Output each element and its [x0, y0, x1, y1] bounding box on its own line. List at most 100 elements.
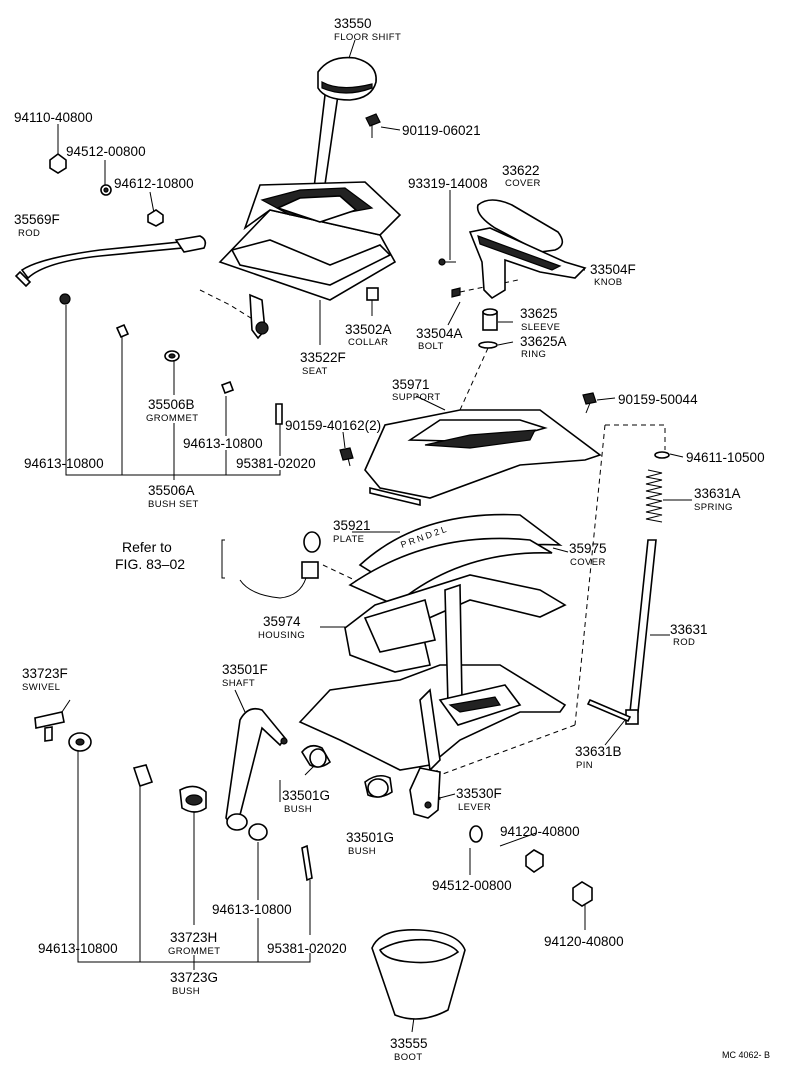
bush-33501G-lower: [364, 774, 393, 798]
label-33504A-no: 33504A: [416, 326, 463, 341]
spring-33631A: [645, 451, 670, 523]
label-33501G-a-name: BUSH: [284, 804, 312, 815]
label-35569F-no: 35569F: [14, 212, 60, 227]
sleeve-bolt-ring: [451, 287, 498, 349]
swivel-33723F: [34, 711, 92, 752]
label-94613-10800-d: 94613-10800: [38, 941, 118, 956]
diagram-code: MC 4062- B: [722, 1050, 770, 1060]
label-33723F-no: 33723F: [22, 666, 68, 681]
floor-shift-lever: [311, 56, 377, 206]
label-33501G-b-name: BUSH: [348, 846, 376, 857]
label-33625A-name: RING: [521, 349, 546, 360]
bush-33723G-parts: [132, 764, 313, 882]
label-33625-name: SLEEVE: [521, 322, 560, 333]
label-33504A-name: BOLT: [418, 341, 444, 352]
label-35506B-name: GROMMET: [146, 413, 198, 424]
label-33530F-name: LEVER: [458, 802, 491, 813]
label-94512-00800-top: 94512-00800: [66, 144, 146, 159]
label-33502A-name: COLLAR: [348, 337, 388, 348]
label-33504F-name: KNOB: [594, 277, 623, 288]
bush-set-parts: [164, 350, 283, 425]
label-94613-10800-a: 94613-10800: [183, 436, 263, 451]
label-33502A-no: 33502A: [345, 322, 392, 337]
label-35506A-name: BUSH SET: [148, 499, 199, 510]
label-90119-06021: 90119-06021: [402, 123, 481, 138]
support-35971: [364, 409, 602, 507]
label-94120-40800-a: 94120-40800: [500, 824, 580, 839]
label-33723H-no: 33723H: [170, 930, 217, 945]
label-33723G-name: BUSH: [172, 986, 200, 997]
label-33625A-no: 33625A: [520, 334, 567, 349]
label-33522F-name: SEAT: [302, 366, 328, 377]
bolt-90159-40162: [339, 447, 354, 467]
label-33723G-no: 33723G: [170, 970, 218, 985]
label-35921-no: 35921: [333, 518, 371, 533]
label-35506A-no: 35506A: [148, 483, 195, 498]
label-90159-50044: 90159-50044: [618, 392, 698, 407]
label-33631B-name: PIN: [576, 760, 593, 771]
label-95381-02020-a: 95381-02020: [236, 456, 316, 471]
lever-33530F: [409, 767, 441, 819]
label-93319-14008: 93319-14008: [408, 176, 488, 191]
label-35975-no: 35975: [569, 541, 607, 556]
label-94613-10800-b: 94613-10800: [24, 456, 104, 471]
label-33504F-no: 33504F: [590, 262, 636, 277]
screw-93319-14008: [438, 258, 456, 266]
label-35569F-name: ROD: [18, 228, 40, 239]
label-35975-name: COVER: [570, 557, 606, 568]
cover-35975: [348, 537, 553, 606]
label-33622-no: 33622: [502, 163, 540, 178]
boot-33555: [371, 929, 466, 1020]
label-94110-40800: 94110-40800: [14, 110, 93, 125]
label-33501F-no: 33501F: [222, 662, 268, 677]
bolt-90159-50044: [582, 392, 597, 414]
refer-line-2: FIG. 83–02: [115, 556, 185, 572]
label-33530F-no: 33530F: [456, 786, 502, 801]
rod-33631: [586, 539, 657, 725]
shaft-33501F: [225, 707, 288, 831]
label-35971-name: SUPPORT: [392, 392, 441, 403]
label-33555-name: BOOT: [394, 1052, 423, 1063]
label-33631B-no: 33631B: [575, 744, 622, 759]
label-94611-10500: 94611-10500: [686, 450, 765, 465]
label-33501G-b-no: 33501G: [346, 830, 394, 845]
base-bracket: [298, 583, 567, 772]
label-94612-10800: 94612-10800: [114, 176, 194, 191]
label-33631A-name: SPRING: [694, 502, 733, 513]
part-labels: 33550 FLOOR SHIFT 94110-40800 94512-0080…: [14, 16, 770, 1063]
housing-35974: [344, 574, 567, 673]
label-33550-no: 33550: [334, 16, 372, 31]
leader-lines: [57, 39, 692, 1033]
label-35974-no: 35974: [263, 614, 301, 629]
knob-33504F: [468, 199, 587, 300]
label-35921-name: PLATE: [333, 534, 364, 545]
label-33501G-a-no: 33501G: [282, 788, 330, 803]
label-33631A-no: 33631A: [694, 486, 741, 501]
label-94613-10800-c: 94613-10800: [212, 902, 292, 917]
label-33625-no: 33625: [520, 306, 558, 321]
label-33522F-no: 33522F: [300, 350, 346, 365]
label-33622-name: COVER: [505, 178, 541, 189]
label-33631-name: ROD: [673, 637, 695, 648]
label-33631-no: 33631: [670, 622, 708, 637]
indicator-housing-seat: [218, 181, 402, 340]
label-35971-no: 35971: [392, 377, 430, 392]
collar-33502A: [366, 287, 379, 301]
label-94512-00800-b: 94512-00800: [432, 878, 512, 893]
refer-bracket: [221, 531, 321, 599]
label-33555-no: 33555: [390, 1036, 428, 1051]
label-33550-name: FLOOR SHIFT: [334, 32, 401, 43]
refer-line-1: Refer to: [122, 539, 172, 555]
bolt-90119-06021: [365, 113, 381, 138]
label-35506B-no: 35506B: [148, 397, 195, 412]
label-33723H-name: GROMMET: [168, 946, 220, 957]
label-35974-name: HOUSING: [258, 630, 305, 641]
small-hardware-top-left: [49, 153, 164, 339]
label-33723F-name: SWIVEL: [22, 682, 60, 693]
bush-33501G-upper: [301, 744, 332, 768]
label-95381-02020-b: 95381-02020: [267, 941, 347, 956]
label-90159-40162: 90159-40162(2): [285, 418, 381, 433]
label-94120-40800-b: 94120-40800: [544, 934, 624, 949]
